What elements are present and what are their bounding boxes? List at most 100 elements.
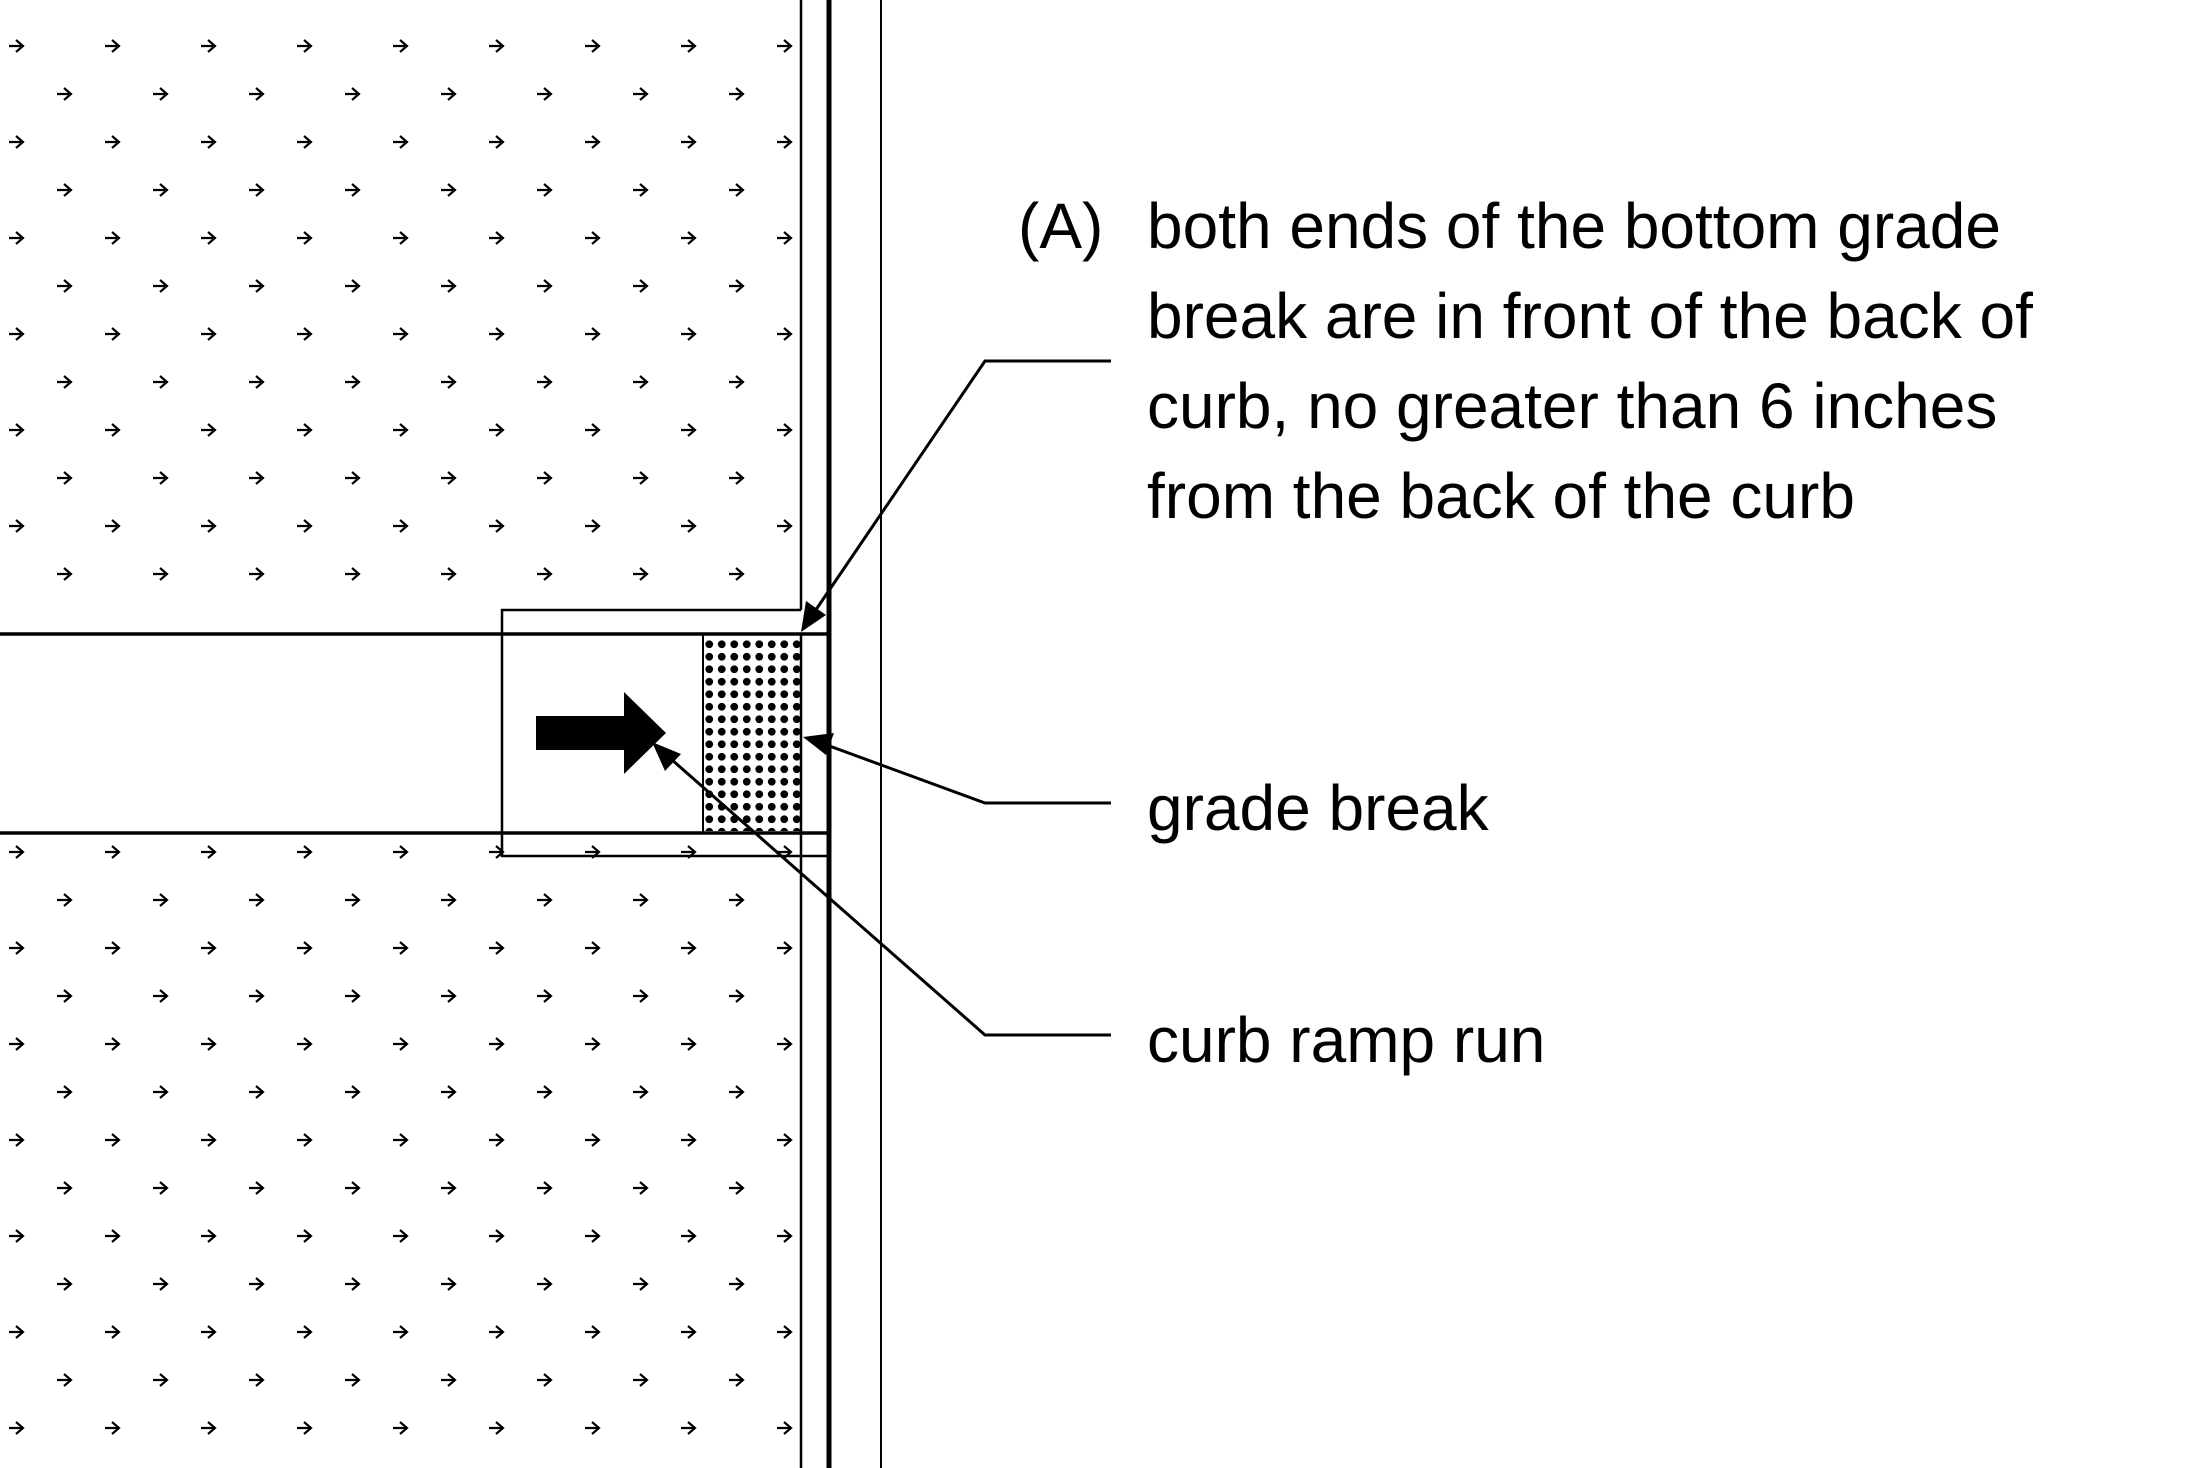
texture-arrow-mark <box>489 1229 505 1243</box>
texture-arrow-mark <box>9 1133 25 1147</box>
arrowhead-grade-break <box>803 733 834 755</box>
texture-arrow-mark <box>441 1373 457 1387</box>
texture-arrow-mark <box>201 1421 217 1435</box>
texture-arrow-mark <box>153 1181 169 1195</box>
texture-arrow-mark <box>297 519 313 533</box>
texture-arrow-mark <box>105 1133 121 1147</box>
texture-arrow-mark <box>249 1277 265 1291</box>
texture-arrow-mark <box>9 1037 25 1051</box>
texture-arrow-mark <box>441 183 457 197</box>
texture-arrow-mark <box>297 1037 313 1051</box>
texture-arrow-mark <box>489 231 505 245</box>
texture-arrow-mark <box>777 1421 793 1435</box>
texture-arrow-mark <box>681 1229 697 1243</box>
texture-arrow-mark <box>153 183 169 197</box>
texture-arrow-mark <box>777 1133 793 1147</box>
texture-arrow-mark <box>9 327 25 341</box>
texture-arrow-mark <box>201 519 217 533</box>
texture-arrow-mark <box>9 1421 25 1435</box>
texture-arrow-mark <box>777 327 793 341</box>
texture-arrow-mark <box>153 87 169 101</box>
texture-arrow-mark <box>9 1325 25 1339</box>
label-a-line-1: both ends of the bottom grade <box>1147 190 2001 262</box>
texture-arrow-mark <box>153 1085 169 1099</box>
sidewalk-texture-top <box>9 39 793 581</box>
texture-arrow-mark <box>9 519 25 533</box>
texture-arrow-mark <box>777 519 793 533</box>
texture-arrow-mark <box>393 231 409 245</box>
texture-arrow-mark <box>393 423 409 437</box>
leader-grade-break <box>823 742 1111 805</box>
texture-arrow-mark <box>441 87 457 101</box>
texture-arrow-mark <box>681 39 697 53</box>
texture-arrow-mark <box>393 39 409 53</box>
texture-arrow-mark <box>201 135 217 149</box>
texture-arrow-mark <box>105 1421 121 1435</box>
texture-arrow-mark <box>105 1229 121 1243</box>
texture-arrow-mark <box>9 1229 25 1243</box>
texture-arrow-mark <box>9 941 25 955</box>
texture-arrow-mark <box>57 1373 73 1387</box>
texture-arrow-mark <box>441 1085 457 1099</box>
texture-arrow-mark <box>57 1085 73 1099</box>
texture-arrow-mark <box>297 845 313 859</box>
texture-arrow-mark <box>729 1085 745 1099</box>
label-a-line-4: from the back of the curb <box>1147 460 1855 532</box>
texture-arrow-mark <box>633 471 649 485</box>
texture-arrow-mark <box>345 279 361 293</box>
texture-arrow-mark <box>777 39 793 53</box>
texture-arrow-mark <box>537 375 553 389</box>
texture-arrow-mark <box>729 87 745 101</box>
texture-arrow-mark <box>441 893 457 907</box>
texture-arrow-mark <box>489 519 505 533</box>
texture-arrow-mark <box>249 183 265 197</box>
texture-arrow-mark <box>729 1277 745 1291</box>
leader-arrowheads <box>652 601 834 771</box>
texture-arrow-mark <box>729 375 745 389</box>
texture-arrow-mark <box>633 1373 649 1387</box>
texture-arrow-mark <box>249 471 265 485</box>
texture-arrow-mark <box>681 231 697 245</box>
texture-arrow-mark <box>441 1181 457 1195</box>
sidewalk-texture-bottom <box>9 845 793 1435</box>
texture-arrow-mark <box>681 327 697 341</box>
texture-arrow-mark <box>9 231 25 245</box>
texture-arrow-mark <box>393 845 409 859</box>
texture-arrow-mark <box>153 375 169 389</box>
texture-arrow-mark <box>537 1373 553 1387</box>
texture-arrow-mark <box>249 1373 265 1387</box>
texture-arrow-mark <box>393 941 409 955</box>
texture-arrow-mark <box>201 231 217 245</box>
texture-arrow-mark <box>393 1037 409 1051</box>
texture-arrow-mark <box>633 375 649 389</box>
texture-arrow-mark <box>57 1277 73 1291</box>
texture-arrow-mark <box>537 1085 553 1099</box>
texture-arrow-mark <box>633 893 649 907</box>
texture-arrow-mark <box>345 1373 361 1387</box>
texture-arrow-mark <box>537 1181 553 1195</box>
texture-arrow-mark <box>777 423 793 437</box>
texture-arrow-mark <box>297 135 313 149</box>
texture-arrow-mark <box>153 279 169 293</box>
texture-arrow-mark <box>57 893 73 907</box>
texture-arrow-mark <box>345 1181 361 1195</box>
texture-arrow-mark <box>297 231 313 245</box>
texture-arrow-mark <box>393 327 409 341</box>
texture-arrow-mark <box>441 1277 457 1291</box>
label-a-line-3: curb, no greater than 6 inches <box>1147 370 1997 442</box>
texture-arrow-mark <box>489 135 505 149</box>
texture-arrow-mark <box>489 1133 505 1147</box>
texture-arrow-mark <box>777 941 793 955</box>
texture-arrow-mark <box>441 471 457 485</box>
texture-arrow-mark <box>345 893 361 907</box>
texture-arrow-mark <box>297 1421 313 1435</box>
texture-arrow-mark <box>105 423 121 437</box>
texture-arrow-mark <box>729 183 745 197</box>
texture-arrow-mark <box>633 183 649 197</box>
texture-arrow-mark <box>681 1325 697 1339</box>
texture-arrow-mark <box>537 183 553 197</box>
direction-arrow <box>536 692 666 774</box>
texture-arrow-mark <box>201 1133 217 1147</box>
texture-arrow-mark <box>57 375 73 389</box>
walkway-edges <box>0 632 829 835</box>
